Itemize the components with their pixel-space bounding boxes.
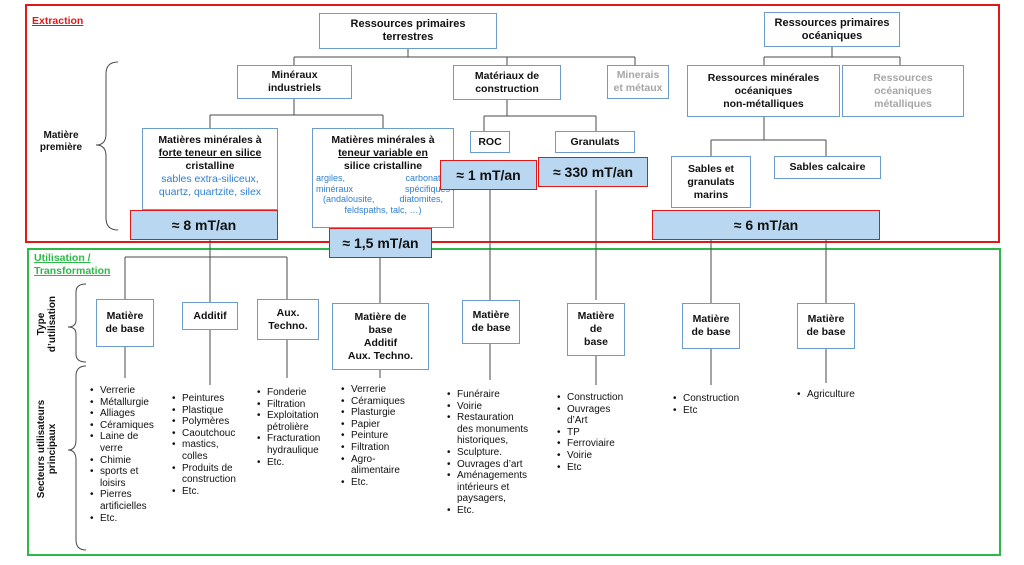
sector-item: Pierres artificielles (90, 489, 170, 512)
sector-item: Peinture (341, 430, 431, 442)
quantity-330: ≈ 330 mT/an (538, 157, 648, 187)
sector-item: Laine de verre (90, 431, 170, 454)
sector-list-7: ConstructionEtc (673, 393, 763, 416)
sector-item: Aménagements intérieurs et paysagers, (447, 470, 557, 505)
sector-item: sports et loisirs (90, 466, 170, 489)
type-utilisation-label: Type d’utilisation (36, 295, 58, 353)
sector-item: Ouvrages d’Art (557, 404, 647, 427)
sector-item: Papier (341, 419, 431, 431)
sector-item: Peintures (172, 393, 262, 405)
node-roc: ROC (470, 131, 510, 153)
sector-item: Etc. (257, 457, 347, 469)
sector-item: Etc (673, 405, 763, 417)
usage-type-3: Aux.Techno. (257, 299, 319, 340)
utilisation-frame (27, 248, 1001, 556)
sector-item: Exploitation pétrolière (257, 410, 347, 433)
node-teneur-variable: Matières minérales à teneur variable en … (312, 128, 454, 228)
matiere-premiere-label: Matière première (39, 130, 83, 153)
quantity-1: ≈ 1 mT/an (440, 160, 537, 190)
sector-item: Alliages (90, 408, 170, 420)
quantity-1-5: ≈ 1,5 mT/an (329, 228, 432, 258)
quantity-8: ≈ 8 mT/an (130, 210, 278, 240)
node-forte-teneur: Matières minérales à forte teneur en sil… (142, 128, 278, 210)
quantity-6: ≈ 6 mT/an (652, 210, 880, 240)
sector-item: Plastique (172, 405, 262, 417)
sector-item: TP (557, 427, 647, 439)
sector-item: Plasturgie (341, 407, 431, 419)
sector-item: Céramiques (90, 420, 170, 432)
extraction-label: Extraction (32, 15, 84, 27)
sector-list-3: FonderieFiltrationExploitation pétrolièr… (257, 387, 347, 468)
sector-list-6: ConstructionOuvrages d’ArtTPFerroviaireV… (557, 392, 647, 473)
sector-item: Verrerie (341, 384, 431, 396)
sector-item: Voirie (557, 450, 647, 462)
sector-list-1: VerrerieMétallurgieAlliagesCéramiquesLai… (90, 385, 170, 524)
sector-list-2: PeinturesPlastiquePolymèresCaoutchoucmas… (172, 393, 262, 497)
extraction-frame (25, 4, 1000, 243)
sector-item: Etc. (341, 477, 431, 489)
sector-item: Céramiques (341, 396, 431, 408)
sector-item: Polymères (172, 416, 262, 428)
sector-item: Ferroviaire (557, 438, 647, 450)
sector-item: Construction (673, 393, 763, 405)
sector-item: Voirie (447, 401, 557, 413)
sector-item: Fonderie (257, 387, 347, 399)
sector-item: Sculpture. (447, 447, 557, 459)
sector-item: Filtration (257, 399, 347, 411)
sector-item: Etc. (172, 486, 262, 498)
secteurs-label: Secteurs utilisateurs principaux (36, 399, 58, 499)
node-granulats: Granulats (555, 131, 635, 153)
sector-item: Filtration (341, 442, 431, 454)
sector-item: Métallurgie (90, 397, 170, 409)
sector-item: Agro- alimentaire (341, 454, 431, 477)
sector-list-8: Agriculture (797, 389, 887, 401)
sector-item: Etc (557, 462, 647, 474)
sector-item: Produits de construction (172, 463, 262, 486)
sector-item: Etc. (90, 513, 170, 525)
sector-item: Ouvrages d’art (447, 459, 557, 471)
sector-item: Fracturation hydraulique (257, 433, 347, 456)
sector-item: Funéraire (447, 389, 557, 401)
node-sables-calcaire: Sables calcaire (774, 156, 881, 179)
sector-item: Restauration des monuments historiques, (447, 412, 557, 447)
sector-item: Agriculture (797, 389, 887, 401)
usage-type-2: Additif (182, 302, 238, 330)
sector-item: mastics, colles (172, 439, 262, 462)
sector-item: Chimie (90, 455, 170, 467)
sector-item: Caoutchouc (172, 428, 262, 440)
utilisation-label: Utilisation / Transformation (34, 252, 111, 277)
sector-list-4: VerrerieCéramiquesPlasturgiePapierPeintu… (341, 384, 431, 488)
sector-item: Construction (557, 392, 647, 404)
sector-item: Etc. (447, 505, 557, 517)
sector-list-5: FunéraireVoirieRestauration des monument… (447, 389, 557, 517)
sector-item: Verrerie (90, 385, 170, 397)
